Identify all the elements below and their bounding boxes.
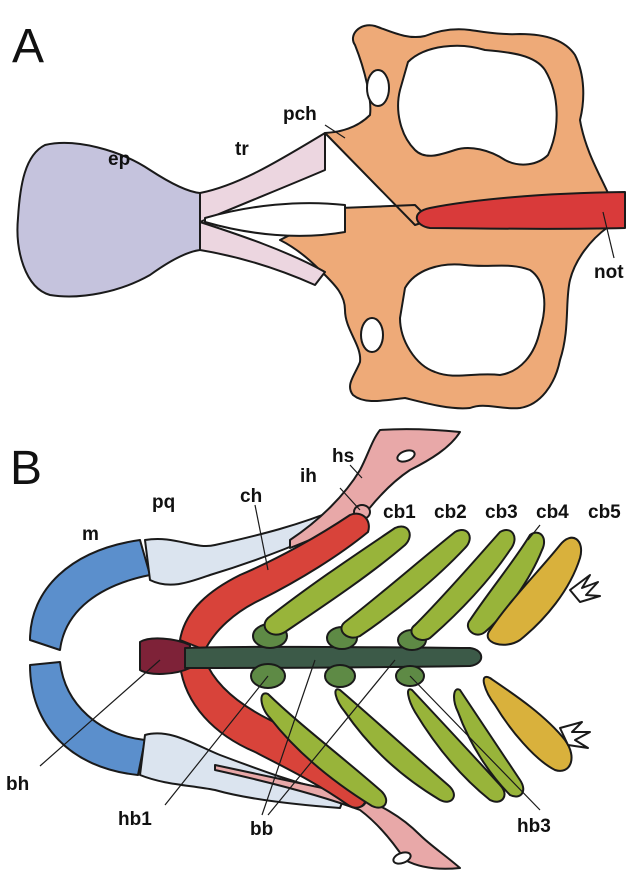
panel-letter-b: B — [10, 442, 42, 495]
hyosymplectic-upper — [290, 429, 460, 548]
label-hs: hs — [332, 446, 354, 467]
label-pq: pq — [152, 492, 175, 513]
label-cb1: cb1 — [383, 502, 416, 523]
meckel-cartilage-upper — [30, 540, 150, 650]
label-hb1: hb1 — [118, 809, 152, 830]
label-ih: ih — [300, 466, 317, 487]
lower-fenestra — [400, 264, 544, 375]
label-bh: bh — [6, 774, 29, 795]
teeth-upper — [570, 575, 600, 602]
label-tr: tr — [235, 139, 249, 160]
panel-a-neurocranium — [17, 25, 625, 408]
hypobranchial-2-lower — [325, 665, 355, 687]
label-cb4: cb4 — [536, 502, 569, 523]
basihyal — [140, 638, 190, 673]
label-cb2: cb2 — [434, 502, 467, 523]
panel-b-pharyngeal-skeleton — [30, 429, 600, 869]
upper-small-foramen — [367, 70, 389, 106]
upper-fenestra — [398, 46, 557, 165]
label-cb5: cb5 — [588, 502, 621, 523]
label-bb: bb — [250, 819, 273, 840]
ceratobranchial-2-upper — [341, 530, 469, 638]
hyosymplectic-foramen-lower — [392, 850, 412, 866]
label-pch: pch — [283, 104, 317, 125]
label-cb3: cb3 — [485, 502, 518, 523]
label-ch: ch — [240, 486, 262, 507]
label-ep: ep — [108, 149, 130, 170]
label-m: m — [82, 524, 99, 545]
label-hb3: hb3 — [517, 816, 551, 837]
lower-small-foramen — [361, 318, 383, 352]
meckel-cartilage-lower — [30, 662, 145, 775]
label-not: not — [594, 262, 624, 283]
basibranchial-rod — [185, 647, 481, 668]
panel-letter-a: A — [12, 20, 44, 73]
